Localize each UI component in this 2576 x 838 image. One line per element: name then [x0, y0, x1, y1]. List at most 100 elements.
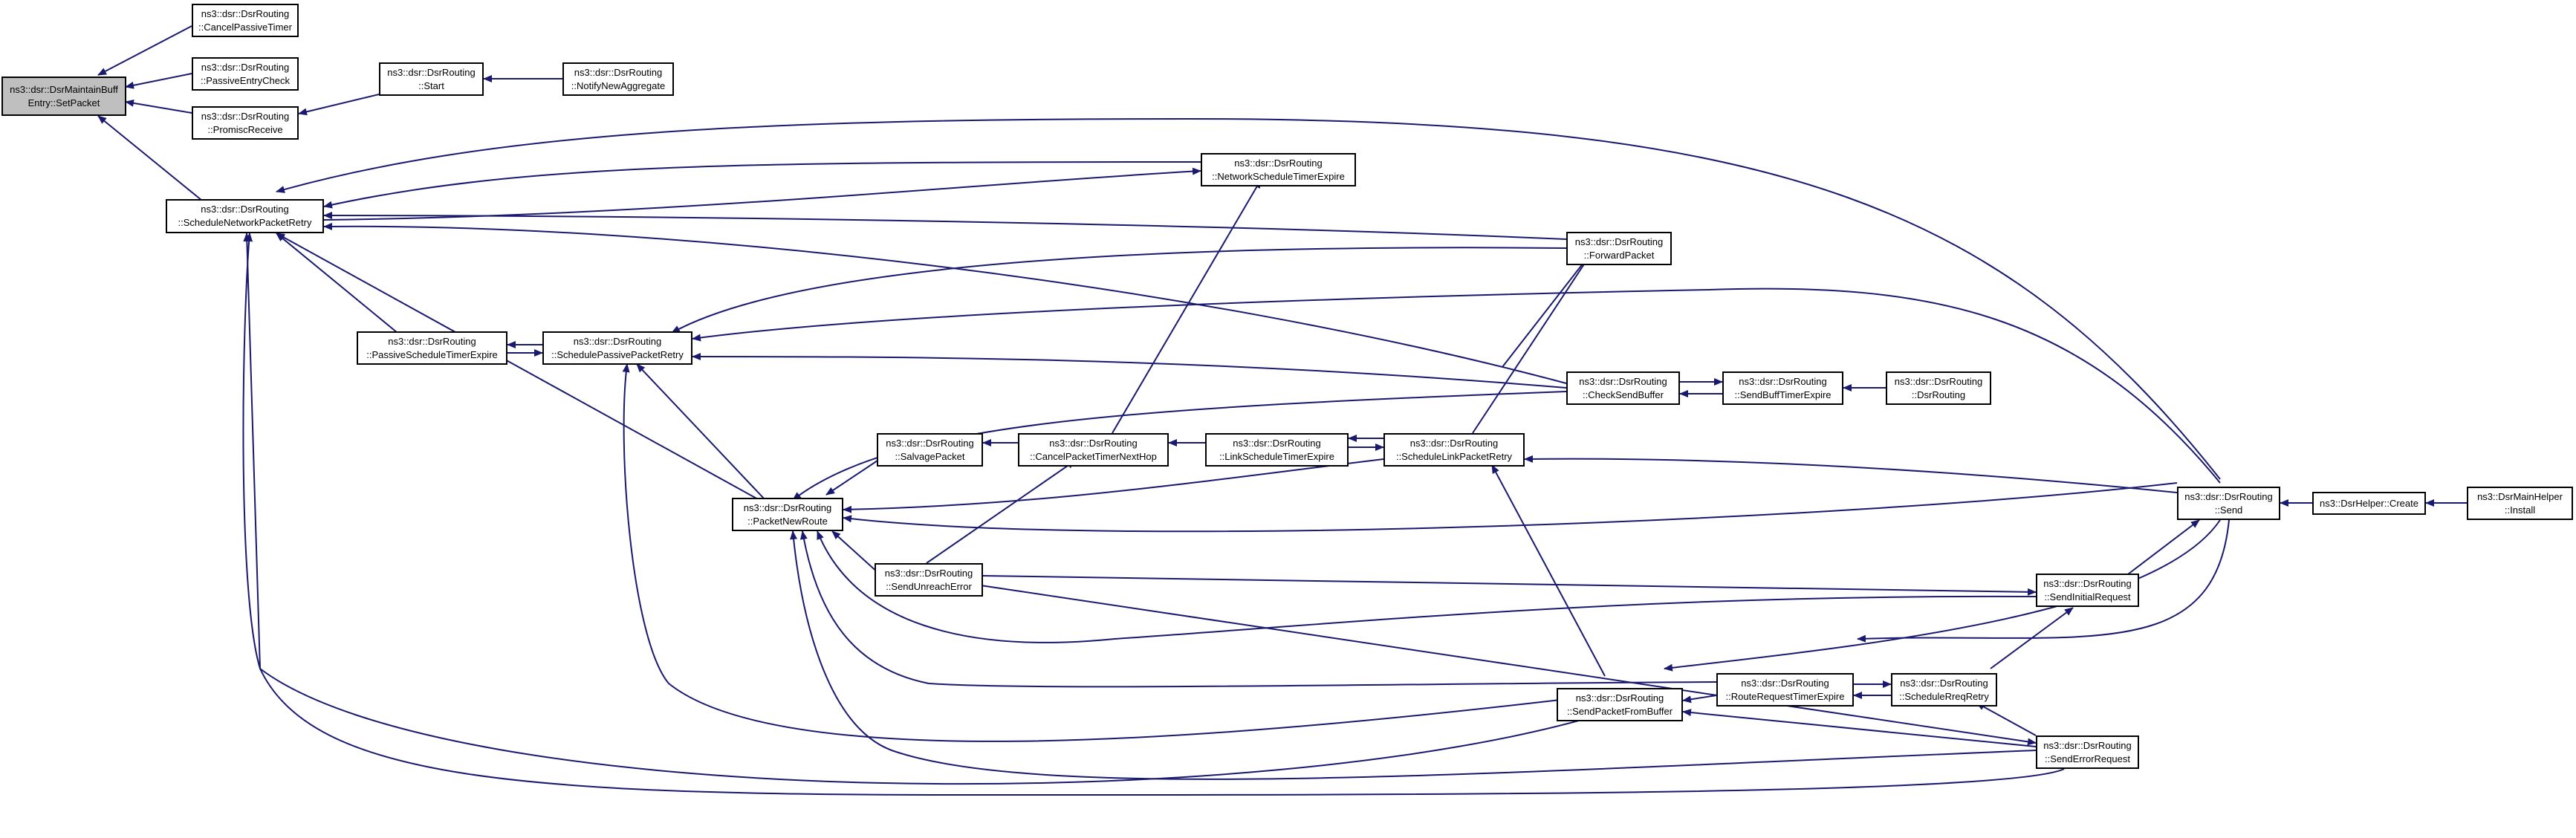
node-setpacket: ns3::dsr::DsrMaintainBuff Entry::SetPack… — [1, 77, 126, 116]
node-send[interactable]: ns3::dsr::DsrRouting ::Send — [2177, 487, 2280, 520]
node-passiveentrycheck-line2: ::PassiveEntryCheck — [201, 74, 290, 86]
edge-packetnewroute-schedulenetworkpacketretry — [276, 233, 760, 501]
node-passiveentrycheck[interactable]: ns3::dsr::DsrRouting ::PassiveEntryCheck — [192, 57, 299, 91]
node-cancelpassivetimer-line2: ::CancelPassiveTimer — [198, 21, 292, 33]
edge-forwardpacket-schedulepassivepacketretry — [671, 247, 1567, 334]
edge-sendunreacherror-cancelpackettimernexthop — [926, 460, 1076, 564]
node-mainhelperinstall-line1: ns3::DsrMainHelper — [2477, 490, 2563, 502]
edge-sendpacketfrombuffer-schedulelinkpacketretry — [1491, 464, 1606, 677]
node-sendunreacherror[interactable]: ns3::dsr::DsrRouting ::SendUnreachError — [875, 563, 983, 597]
edge-send-schedulenetworkpacketretry — [276, 117, 2221, 480]
edge-send-packetnewroute — [843, 482, 2178, 533]
node-helpercreate[interactable]: ns3::DsrHelper::Create — [2312, 492, 2426, 515]
edge-schedulelinkpacketretry-forwardpacket — [1472, 256, 1590, 434]
node-start-line2: ::Start — [418, 79, 444, 91]
node-notifynewaggregate-line1: ns3::dsr::DsrRouting — [574, 66, 663, 78]
node-routerequesttimerexpire[interactable]: ns3::dsr::DsrRouting ::RouteRequestTimer… — [1716, 673, 1854, 707]
node-schedulepassivepacketretry-line1: ns3::dsr::DsrRouting — [573, 335, 662, 347]
node-cancelpassivetimer[interactable]: ns3::dsr::DsrRouting ::CancelPassiveTime… — [192, 4, 299, 37]
node-schedulepassivepacketretry[interactable]: ns3::dsr::DsrRouting ::SchedulePassivePa… — [542, 331, 692, 365]
edge-schedulenetworkpacketretry-networkscheduletimerexpire — [323, 167, 1201, 221]
edge-cancelpackettimernexthop-networkscheduletimerexpire — [1112, 179, 1262, 434]
node-sendunreacherror-line1: ns3::dsr::DsrRouting — [884, 567, 973, 579]
node-networkscheduletimerexpire-line1: ns3::dsr::DsrRouting — [1234, 157, 1323, 169]
edge-sendinitialrequest-packetnewroute — [817, 530, 2037, 643]
edge-senderrorrequest-sendpacketfrombuffer — [1682, 709, 2037, 747]
edge-sendunreacherror-sendinitialrequest — [982, 575, 2037, 596]
node-start[interactable]: ns3::dsr::DsrRouting ::Start — [379, 62, 484, 96]
node-sendbufftimerexpire[interactable]: ns3::dsr::DsrRouting ::SendBuffTimerExpi… — [1722, 371, 1843, 405]
node-checksendbuffer-line1: ns3::dsr::DsrRouting — [1579, 375, 1667, 387]
node-checksendbuffer[interactable]: ns3::dsr::DsrRouting ::CheckSendBuffer — [1566, 371, 1680, 405]
node-packetnewroute[interactable]: ns3::dsr::DsrRouting ::PacketNewRoute — [732, 498, 843, 531]
node-notifynewaggregate-line2: ::NotifyNewAggregate — [571, 79, 666, 91]
edge-checksendbuffer-schedulenetworkpacketretry — [323, 222, 1567, 384]
edge-checksendbuffer-forwardpacket — [1502, 256, 1589, 368]
edge-send-schedulelinkpacketretry — [1524, 455, 2178, 493]
node-passivescheduletimerexpire[interactable]: ns3::dsr::DsrRouting ::PassiveScheduleTi… — [357, 331, 507, 365]
node-linkscheduletimerexpire-line1: ns3::dsr::DsrRouting — [1233, 437, 1321, 449]
node-sendbufftimerexpire-line1: ns3::dsr::DsrRouting — [1739, 375, 1827, 387]
edge-sendpacketfrombuffer-schedulenetworkpacketretry — [243, 233, 1606, 785]
node-schedulereqretry-line1: ns3::dsr::DsrRouting — [1900, 677, 1988, 689]
edge-checksendbuffer-schedulepassivepacketretry — [692, 353, 1567, 389]
node-passivescheduletimerexpire-line1: ns3::dsr::DsrRouting — [388, 335, 476, 347]
node-routerequesttimerexpire-line1: ns3::dsr::DsrRouting — [1741, 677, 1829, 689]
node-networkscheduletimerexpire[interactable]: ns3::dsr::DsrRouting ::NetworkScheduleTi… — [1201, 153, 1356, 186]
node-schedulereqretry[interactable]: ns3::dsr::DsrRouting ::ScheduleRreqRetry — [1891, 673, 1997, 707]
edge-salvagepacket-packetnewroute — [825, 454, 887, 496]
node-checksendbuffer-line2: ::CheckSendBuffer — [1583, 389, 1664, 400]
node-networkscheduletimerexpire-line2: ::NetworkScheduleTimerExpire — [1212, 170, 1345, 182]
node-forwardpacket-line2: ::ForwardPacket — [1583, 249, 1655, 261]
edge-routerequesttimerexpire-packetnewroute — [799, 530, 1717, 688]
edge-senderrorrequest-packetnewroute — [790, 530, 2037, 780]
node-promiscreceive[interactable]: ns3::dsr::DsrRouting ::PromiscReceive — [192, 106, 299, 140]
edge-packetnewroute-schedulepassivepacketretry — [636, 363, 766, 501]
edge-passiveentrycheck-setpacket — [125, 73, 192, 89]
node-send-line2: ::Send — [2214, 504, 2243, 516]
node-sendpacketfrombuffer[interactable]: ns3::dsr::DsrRouting ::SendPacketFromBuf… — [1557, 688, 1683, 721]
node-sendpacketfrombuffer-line1: ns3::dsr::DsrRouting — [1575, 692, 1664, 704]
edge-forwardpacket-schedulenetworkpacketretry — [323, 212, 1567, 240]
node-senderrorrequest[interactable]: ns3::dsr::DsrRouting ::SendErrorRequest — [2036, 735, 2139, 769]
edge-schedulelinkpacketretry-packetnewroute — [843, 458, 1384, 513]
edge-sendunreacherror-senderrorrequest — [980, 585, 2037, 746]
edge-senderrorrequest-schedulereqretry — [1976, 702, 2037, 736]
node-dsrrouting-line1: ns3::dsr::DsrRouting — [1894, 375, 1983, 387]
node-packetnewroute-line2: ::PacketNewRoute — [747, 515, 828, 527]
edge-send-sendpacketfrombuffer — [1664, 519, 2221, 672]
node-schedulenetworkpacketretry-line2: ::ScheduleNetworkPacketRetry — [178, 217, 312, 228]
node-salvagepacket[interactable]: ns3::dsr::DsrRouting ::SalvagePacket — [877, 433, 983, 467]
node-cancelpackettimernexthop-line1: ns3::dsr::DsrRouting — [1049, 437, 1138, 449]
edge-schedulereqretry-sendinitialrequest — [1990, 607, 2074, 669]
node-mainhelperinstall[interactable]: ns3::DsrMainHelper ::Install — [2467, 487, 2573, 520]
node-sendunreacherror-line2: ::SendUnreachError — [886, 580, 972, 592]
node-forwardpacket[interactable]: ns3::dsr::DsrRouting ::ForwardPacket — [1566, 232, 1672, 265]
node-start-line1: ns3::dsr::DsrRouting — [387, 66, 476, 78]
node-cancelpackettimernexthop-line2: ::CancelPacketTimerNextHop — [1030, 450, 1157, 462]
edge-sendpacketfrombuffer-schedulepassivepacketretry — [622, 363, 1561, 742]
node-schedulepassivepacketretry-line2: ::SchedulePassivePacketRetry — [551, 348, 684, 360]
edge-cancelpassivetimer-setpacket — [97, 25, 192, 76]
node-notifynewaggregate[interactable]: ns3::dsr::DsrRouting ::NotifyNewAggregat… — [562, 62, 674, 96]
edge-routerequesttimerexpire-sendpacketfrombuffer — [1682, 695, 1717, 704]
edge-sendunreacherror-packetnewroute — [831, 530, 880, 574]
node-schedulenetworkpacketretry[interactable]: ns3::dsr::DsrRouting ::ScheduleNetworkPa… — [166, 199, 324, 233]
node-cancelpackettimernexthop[interactable]: ns3::dsr::DsrRouting ::CancelPacketTimer… — [1018, 433, 1169, 467]
node-sendinitialrequest-line2: ::SendInitialRequest — [2044, 591, 2131, 602]
edge-senderrorrequest-schedulenetworkpacketretry — [242, 233, 2065, 796]
node-dsrrouting[interactable]: ns3::dsr::DsrRouting ::DsrRouting — [1886, 371, 1991, 405]
node-senderrorrequest-line2: ::SendErrorRequest — [2045, 753, 2130, 764]
node-mainhelperinstall-line2: ::Install — [2504, 504, 2536, 516]
node-sendpacketfrombuffer-line2: ::SendPacketFromBuffer — [1566, 705, 1673, 717]
edge-send-sendinitialrequest — [1857, 519, 2230, 643]
node-schedulenetworkpacketretry-line1: ns3::dsr::DsrRouting — [201, 204, 289, 215]
node-schedulelinkpacketretry[interactable]: ns3::dsr::DsrRouting ::ScheduleLinkPacke… — [1383, 433, 1525, 467]
node-linkscheduletimerexpire[interactable]: ns3::dsr::DsrRouting ::LinkScheduleTimer… — [1205, 433, 1349, 467]
node-passiveentrycheck-line1: ns3::dsr::DsrRouting — [201, 61, 290, 73]
edge-passivescheduletimerexpire-schedulenetworkpacketretry — [276, 233, 398, 334]
node-sendinitialrequest[interactable]: ns3::dsr::DsrRouting ::SendInitialReques… — [2036, 574, 2139, 607]
node-schedulelinkpacketretry-line2: ::ScheduleLinkPacketRetry — [1395, 450, 1513, 462]
